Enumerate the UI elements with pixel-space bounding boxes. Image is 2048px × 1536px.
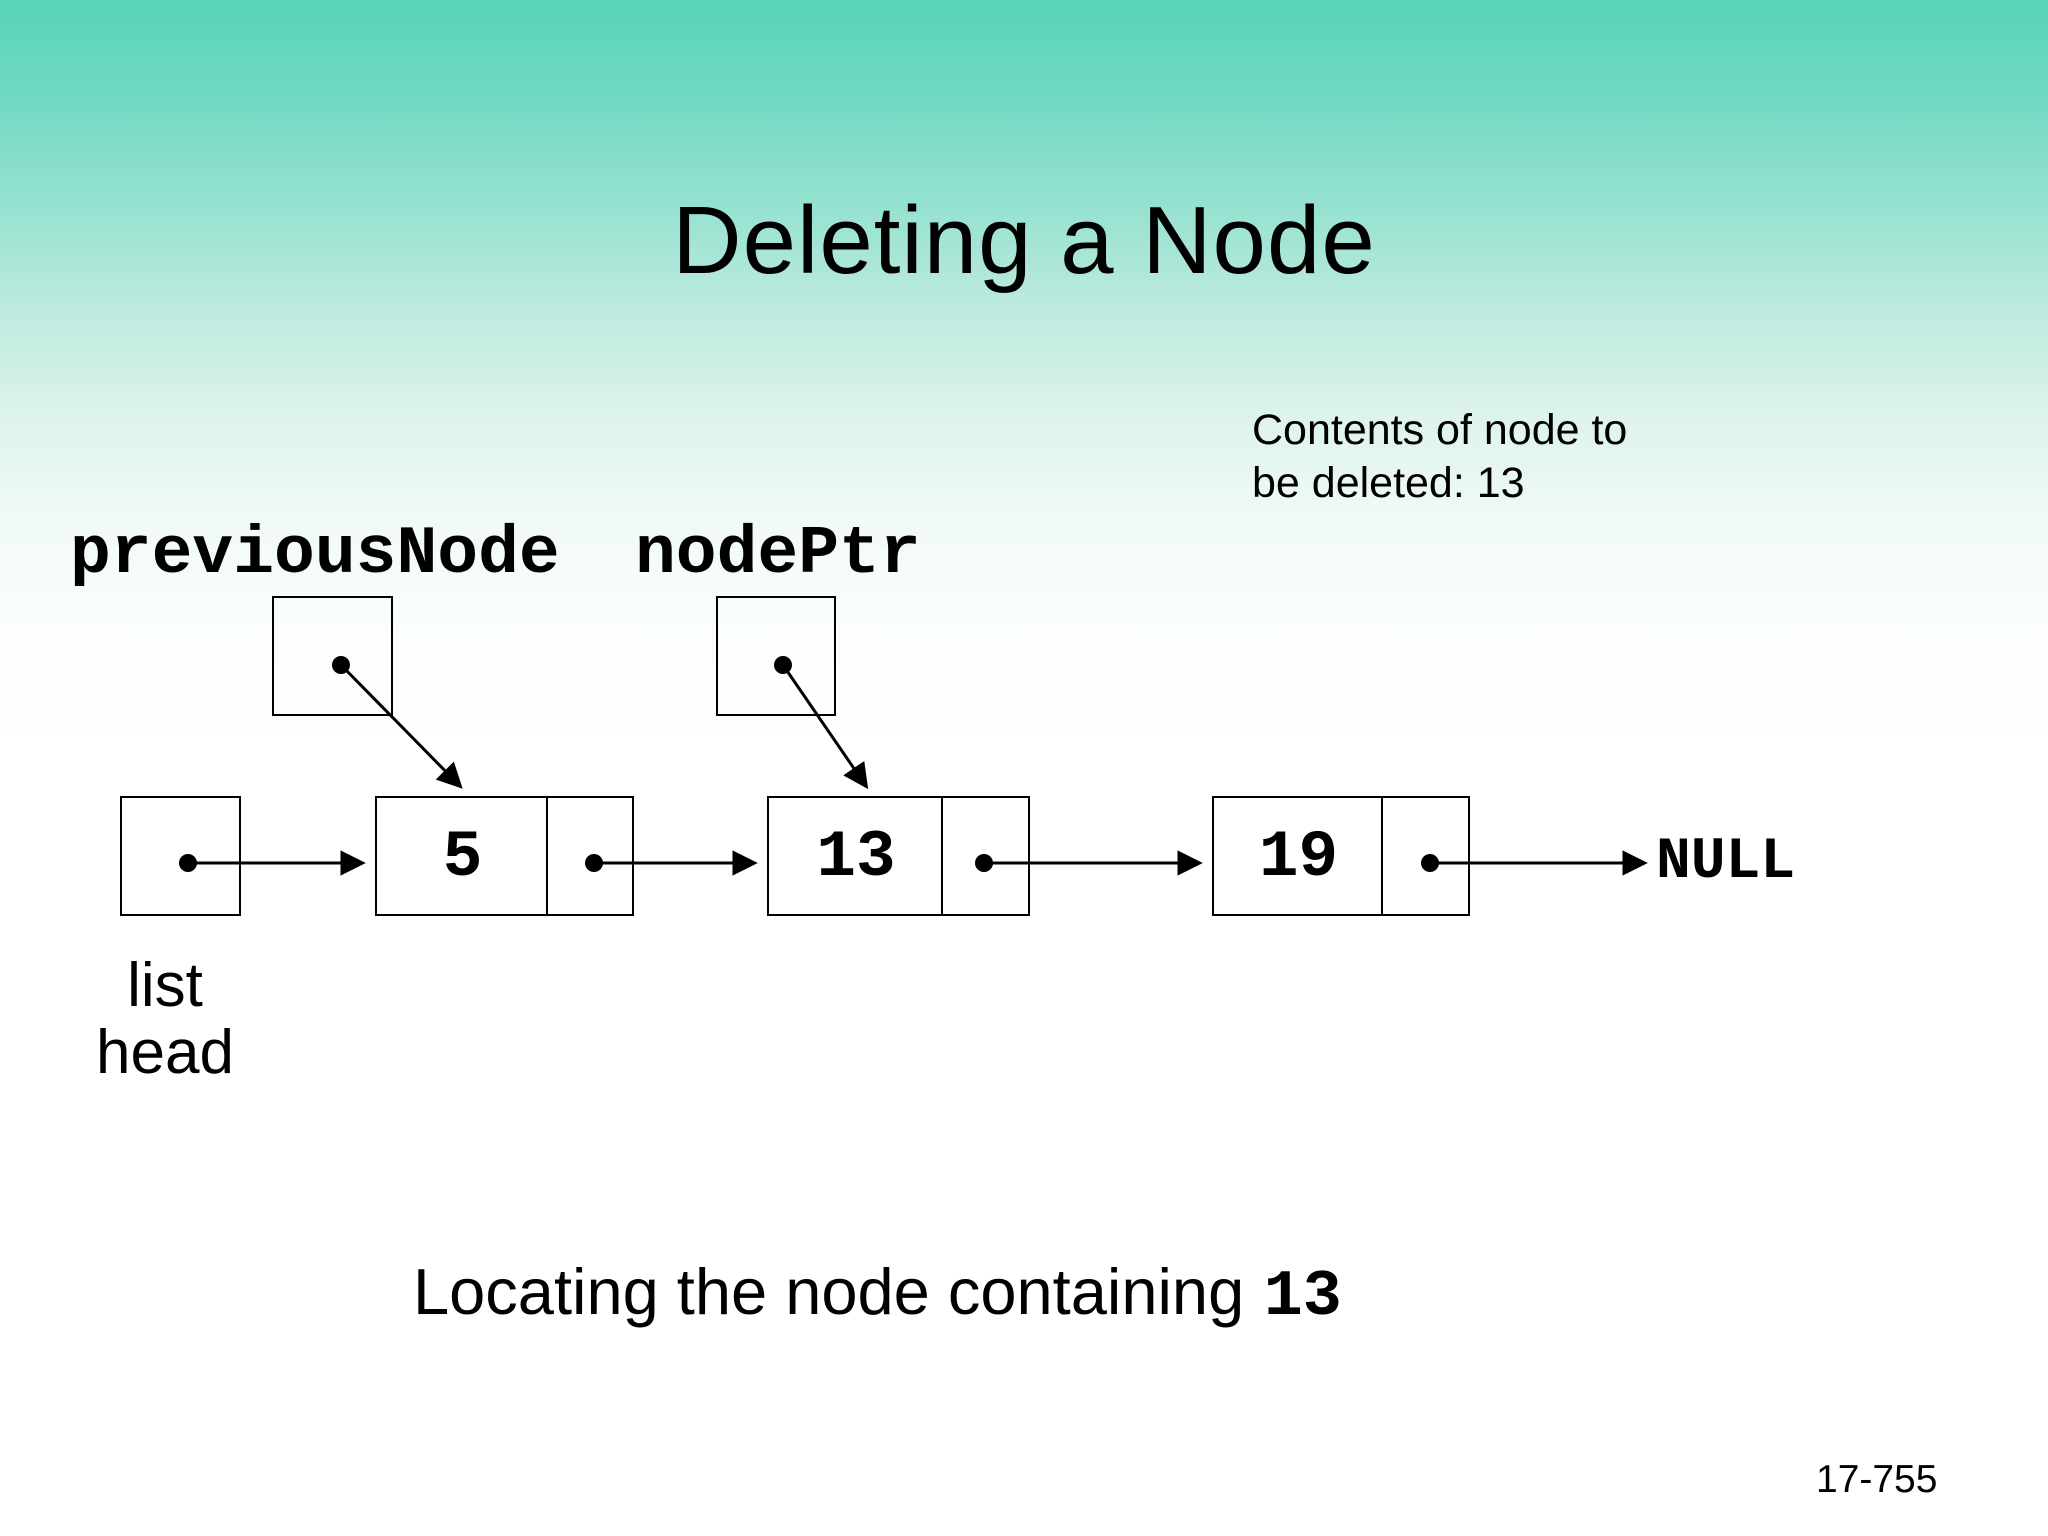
node-box-19 [1212, 796, 1470, 916]
previousnode-arrow [339, 663, 463, 789]
slide-title: Deleting a Node [672, 187, 1376, 294]
list-head-label-line1: list [127, 951, 203, 1020]
caption-text: Locating the node containing [413, 1255, 1245, 1328]
list-head-box [120, 796, 241, 916]
deleted-node-note-line2: be deleted: 13 [1252, 459, 1525, 507]
null-terminator-label: NULL [1656, 830, 1796, 895]
nodeptr-pointer-box [716, 596, 836, 716]
previousnode-pointer-box [272, 596, 393, 716]
page-number: 17-755 [1816, 1458, 1938, 1501]
caption-value: 13 [1263, 1260, 1342, 1334]
list-head-label: list head [55, 952, 275, 1086]
deleted-node-note: Contents of node to be deleted: 13 [1252, 404, 1627, 510]
nodeptr-arrow [781, 664, 869, 790]
node-value-19: 19 [1258, 819, 1339, 895]
node-box-5 [375, 796, 634, 916]
deleted-node-note-line1: Contents of node to [1252, 406, 1628, 454]
node-value-5: 5 [442, 819, 483, 895]
previousnode-pointer-label: previousNode [70, 516, 560, 593]
node-value-13: 13 [816, 819, 896, 895]
list-head-label-line2: head [96, 1018, 234, 1087]
nodeptr-pointer-label: nodePtr [635, 516, 921, 593]
node-box-13 [767, 796, 1030, 916]
